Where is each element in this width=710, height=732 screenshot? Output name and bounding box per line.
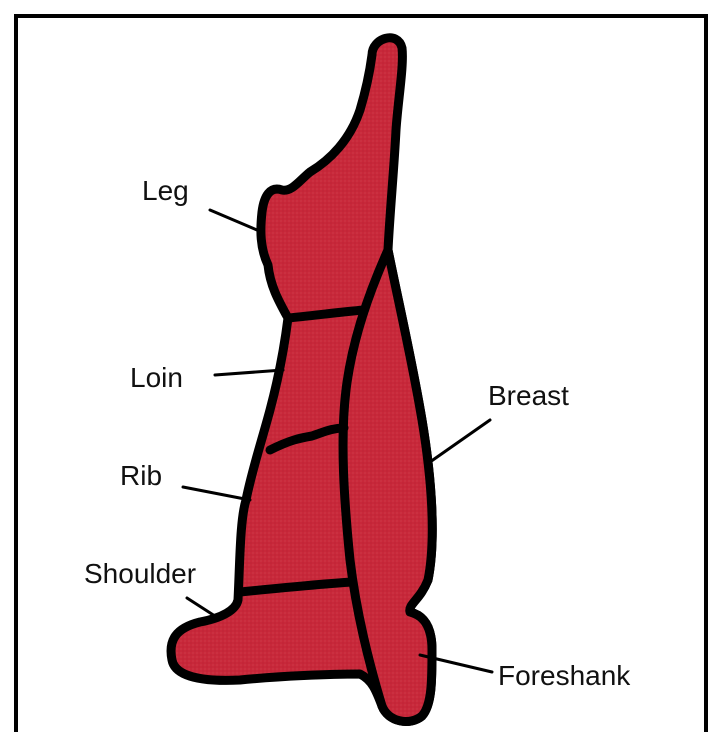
label-loin: Loin xyxy=(130,362,183,393)
label-rib: Rib xyxy=(120,460,162,491)
label-leg: Leg xyxy=(142,175,189,206)
rib-leader xyxy=(183,487,250,500)
breast-leader xyxy=(430,420,490,462)
leg-leader xyxy=(210,210,257,230)
shoulder-leader xyxy=(187,598,218,618)
label-foreshank: Foreshank xyxy=(498,660,631,691)
loin-leader xyxy=(215,370,283,375)
label-breast: Breast xyxy=(488,380,569,411)
label-shoulder: Shoulder xyxy=(84,558,196,589)
